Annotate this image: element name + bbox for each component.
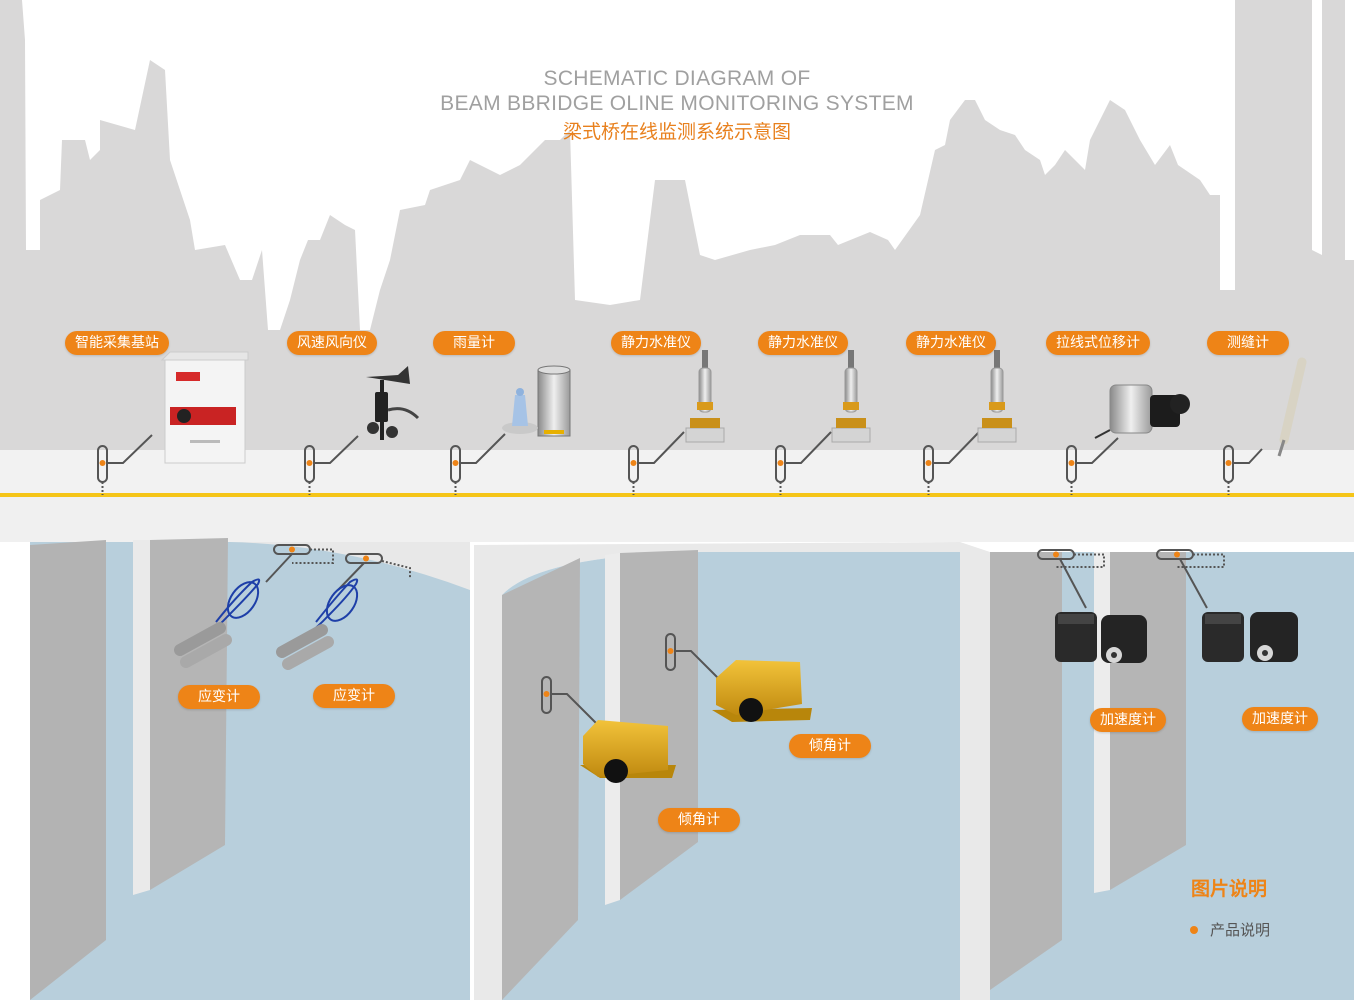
rain-gauge-icon [502,365,571,437]
anemometer-icon [366,366,420,440]
legend-item: 产品说明 [1190,919,1270,940]
draw-wire-displacement-sensor-icon [1094,384,1190,439]
diagram-title: SCHEMATIC DIAGRAM OF BEAM BBRIDGE OLINE … [377,66,977,145]
bridge-deck-stripe [0,493,1354,497]
mount-draw-wire [1066,437,1119,495]
tag-anemometer: 风速风向仪 [287,331,377,355]
mount-accel-1 [1037,549,1105,609]
under-sensor-mounts [265,544,1225,725]
mount-crack-meter [1223,445,1263,495]
tag-static-level-3: 静力水准仪 [906,331,996,355]
tag-strain-gauge-2: 应变计 [313,684,395,708]
mount-accel-2 [1156,549,1225,609]
span-middle [474,542,960,1000]
strain-gauge-icon-2 [276,578,359,670]
tag-inclinometer-2: 倾角计 [789,734,871,758]
legend-dot-icon [1190,925,1198,934]
tag-rain-gauge: 雨量计 [433,331,515,355]
mount-tilt-2 [665,633,720,680]
title-zh: 梁式桥在线监测系统示意图 [562,121,791,143]
mount-strain-2 [337,553,411,591]
strain-gauge-icon-1 [174,578,261,668]
span-left [30,538,470,1000]
tag-crack-meter: 测缝计 [1207,331,1289,355]
crack-meter-icon [1277,357,1307,457]
tag-data-collection-station: 智能采集基站 [65,331,169,355]
deck-sensor-mounts [97,431,1263,495]
accelerometer-icon-1 [1055,612,1147,663]
legend-title: 图片说明 [1191,878,1268,900]
tag-inclinometer-1: 倾角计 [658,808,740,832]
mount-rain-gauge [450,433,506,495]
tag-strain-gauge-1: 应变计 [178,685,260,709]
mount-tilt-1 [541,676,598,725]
tag-static-level-1: 静力水准仪 [611,331,701,355]
title-en-line-2: BEAM BBRIDGE OLINE MONITORING SYSTEM [440,92,914,115]
data-collection-station-icon [160,351,249,464]
tag-static-level-2: 静力水准仪 [758,331,848,355]
mount-anemometer [304,435,359,495]
mount-strain-1 [265,544,334,583]
title-en-line-1: SCHEMATIC DIAGRAM OF [543,67,811,90]
static-level-icon-1 [685,350,725,443]
legend-item-label: 产品说明 [1210,921,1271,939]
static-level-icon-3 [977,350,1017,443]
span-right [960,542,1354,1000]
bridge-girder [0,497,1354,542]
static-level-icon-2 [831,350,871,443]
mount-static-level-3 [923,431,980,495]
mount-static-level-2 [775,431,832,495]
inclinometer-icon-2 [712,660,812,722]
inclinometer-icon-1 [580,720,676,783]
tag-accelerometer-2: 加速度计 [1242,707,1318,731]
tag-draw-wire-sensor: 拉线式位移计 [1046,331,1150,355]
tag-accelerometer-1: 加速度计 [1090,708,1166,732]
mount-static-level-1 [628,431,685,495]
accelerometer-icon-2 [1202,612,1298,662]
mount-data-collection-station [97,434,153,495]
